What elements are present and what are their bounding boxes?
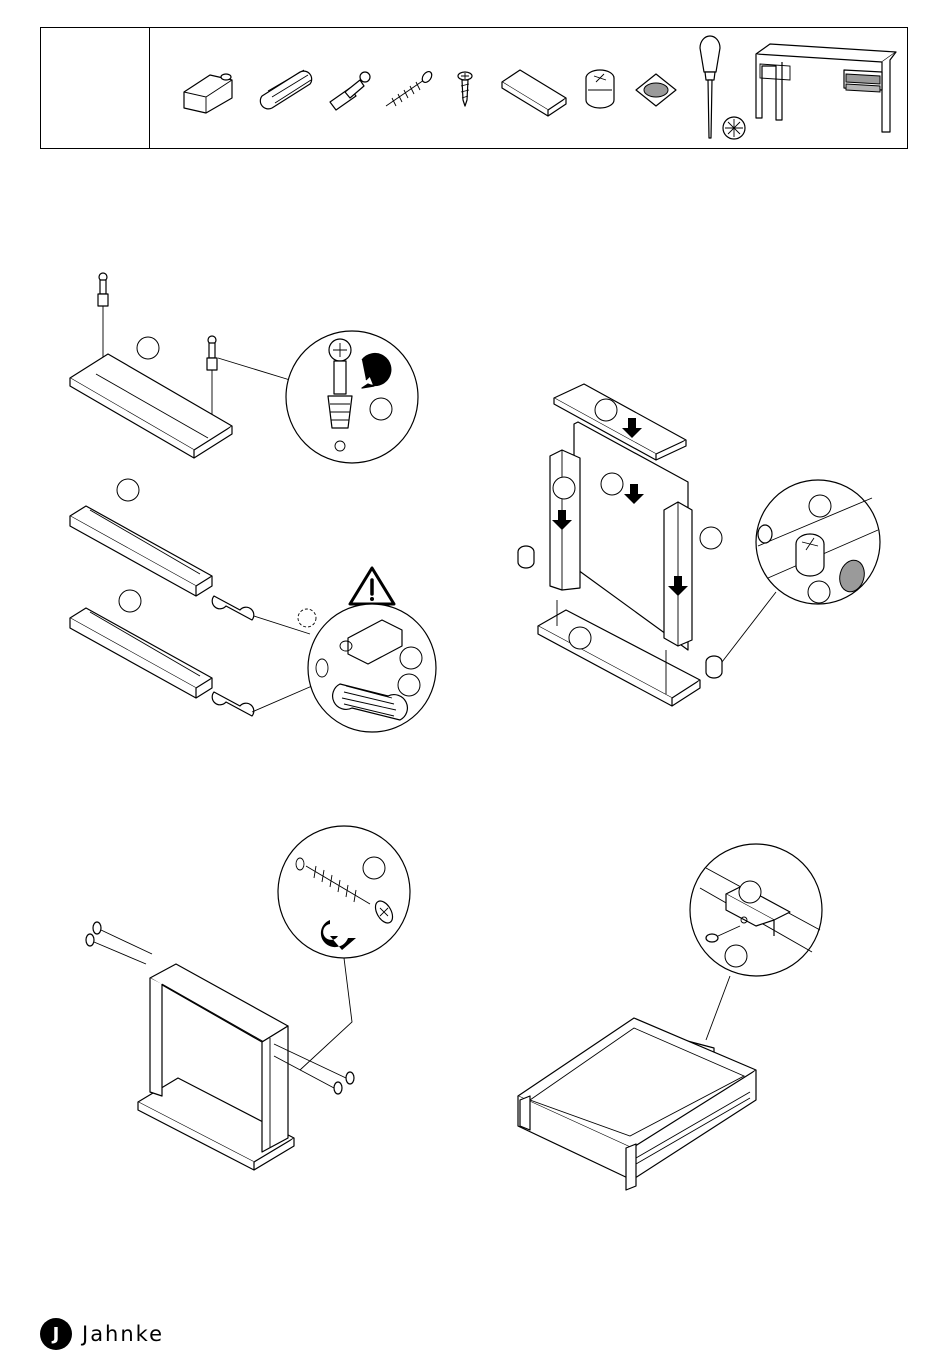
cam-bolt-icon: [207, 336, 217, 420]
wooden-dowel-icon: [212, 596, 254, 716]
warning-icon: [350, 568, 394, 604]
metal-bracket-icon: [502, 70, 566, 116]
step-frame: [500, 380, 920, 720]
brand-wordmark: Jahnke: [82, 1322, 164, 1346]
wooden-dowel-icon: [260, 70, 311, 109]
jahnke-logo: J: [40, 1318, 72, 1350]
felt-pad-icon: [636, 74, 676, 106]
screwdriver-icon: [700, 36, 745, 139]
brand-footer: J Jahnke: [40, 1318, 164, 1350]
cam-bolt-icon: [98, 273, 108, 358]
rail-panel-top: [70, 479, 212, 596]
cam-bolt-block-icon: [184, 74, 232, 113]
step-cam-bolts: [0, 260, 460, 480]
desk-preview-icon: [756, 44, 896, 132]
parts-icons: [0, 0, 950, 160]
cam-bolt-icon: [330, 72, 370, 110]
rail-panel-bottom: [70, 590, 212, 698]
logo-letter: J: [53, 1324, 60, 1345]
wood-screw-icon: [86, 922, 152, 964]
wood-screw-icon: [386, 70, 434, 106]
cam-lock-icon: [586, 70, 614, 108]
cam-lock-icon: [796, 534, 824, 576]
step-dowels: [0, 470, 460, 730]
short-screw-icon: [458, 72, 472, 106]
step-drawer: [500, 830, 940, 1200]
step-screws: [0, 820, 460, 1200]
rotate-arrow-icon: [286, 331, 418, 463]
